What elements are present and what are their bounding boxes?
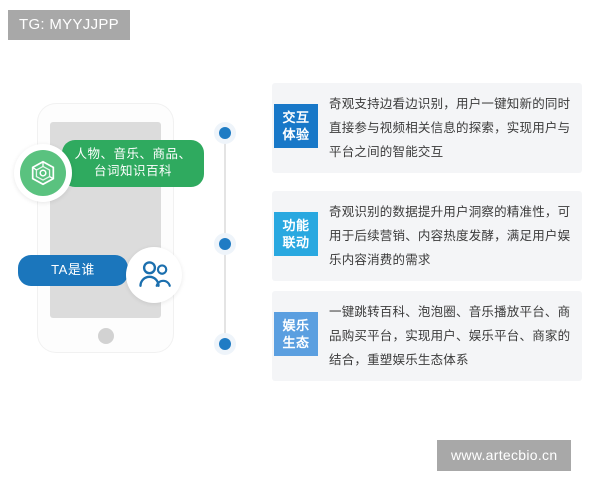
timeline-dot-3[interactable] — [214, 333, 236, 355]
green-bubble-line-1: 人物、音乐、商品、 — [74, 147, 192, 161]
info-panel-interaction: 交互 体验 奇观支持边看边识别，用户一键知新的同时直接参与视频相关信息的探索，实… — [272, 83, 582, 173]
watermark-top-left: TG: MYYJJPP — [8, 10, 130, 40]
badge-line-1: 娱乐 — [282, 318, 310, 333]
panel-text-ecosystem: 一键跳转百科、泡泡圈、音乐播放平台、商品购买平台，实现用户、娱乐平台、商家的结合… — [329, 305, 571, 367]
phone-home-button[interactable] — [97, 328, 114, 344]
panel-badge-interaction: 交互 体验 — [274, 104, 318, 148]
timeline-dot-2[interactable] — [214, 233, 236, 255]
info-panel-function: 功能 联动 奇观识别的数据提升用户洞察的精准性，可用于后续营销、内容热度发酵，满… — [272, 191, 582, 281]
badge-line-1: 功能 — [282, 218, 310, 233]
badge-line-2: 体验 — [282, 127, 310, 142]
green-bubble-line-2: 台词知识百科 — [93, 164, 172, 178]
qiguan-hexagon-icon — [14, 144, 72, 202]
panel-badge-function: 功能 联动 — [274, 212, 318, 256]
timeline-dot-1[interactable] — [214, 122, 236, 144]
badge-line-2: 生态 — [282, 335, 310, 350]
panel-text-function: 奇观识别的数据提升用户洞察的精准性，可用于后续营销、内容热度发酵，满足用户娱乐内… — [329, 205, 571, 267]
panel-badge-ecosystem: 娱乐 生态 — [274, 312, 318, 356]
badge-line-2: 联动 — [282, 235, 310, 250]
green-knowledge-bubble: 人物、音乐、商品、 台词知识百科 — [62, 140, 204, 187]
badge-line-1: 交互 — [282, 110, 310, 125]
watermark-bottom-right: www.artecbio.cn — [437, 440, 572, 471]
blue-question-bubble: TA是谁 — [18, 255, 128, 286]
info-panel-ecosystem: 娱乐 生态 一键跳转百科、泡泡圈、音乐播放平台、商品购买平台，实现用户、娱乐平台… — [272, 291, 582, 381]
qiguan-icon-disc — [20, 150, 66, 196]
people-group-icon — [126, 247, 182, 303]
panel-text-interaction: 奇观支持边看边识别，用户一键知新的同时直接参与视频相关信息的探索，实现用户与平台… — [329, 97, 571, 159]
